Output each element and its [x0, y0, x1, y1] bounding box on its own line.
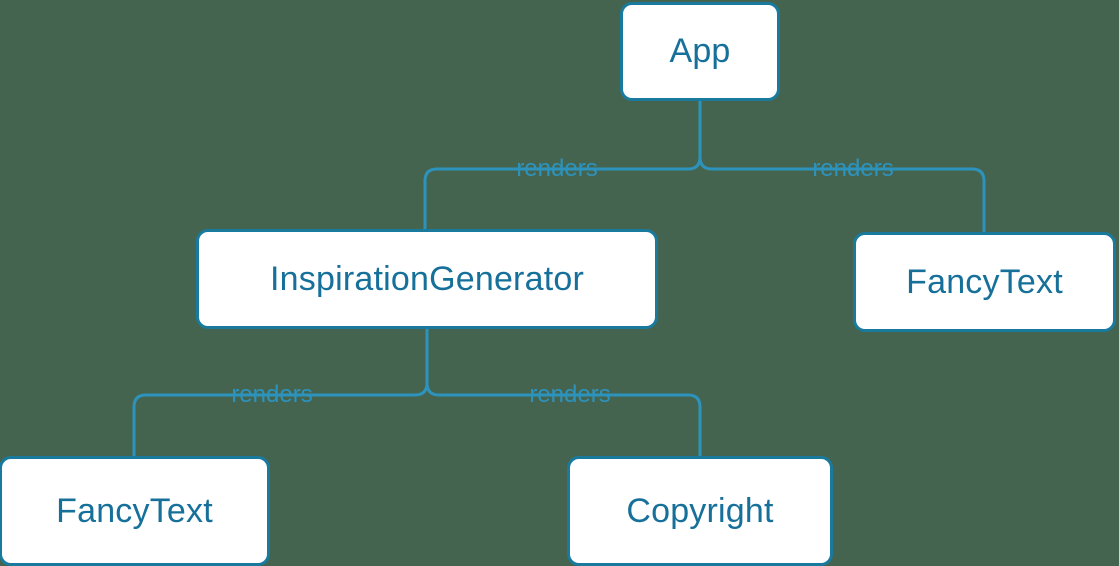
edge-inspirationgenerator-to-copyright [425, 329, 702, 456]
edge-label-inspirationgenerator-copyright: renders [529, 381, 611, 408]
edge-label-inspirationgenerator-fancytext-left: renders [231, 381, 313, 408]
node-copyright-label: Copyright [626, 491, 774, 530]
node-inspirationgenerator[interactable]: InspirationGenerator [196, 229, 658, 329]
edge-app-to-fancytext-right [698, 101, 986, 232]
edge-label-app-fancytext-right: renders [812, 155, 894, 182]
node-fancytext-right[interactable]: FancyText [853, 232, 1116, 332]
node-fancytext-left-label: FancyText [56, 491, 213, 530]
edge-label-app-inspirationgenerator: renders [516, 155, 598, 182]
node-fancytext-right-label: FancyText [906, 262, 1063, 301]
node-copyright[interactable]: Copyright [567, 456, 833, 566]
node-app-label: App [669, 32, 731, 70]
node-inspirationgenerator-label: InspirationGenerator [270, 259, 584, 298]
node-app[interactable]: App [620, 2, 780, 101]
node-fancytext-left[interactable]: FancyText [0, 456, 270, 566]
